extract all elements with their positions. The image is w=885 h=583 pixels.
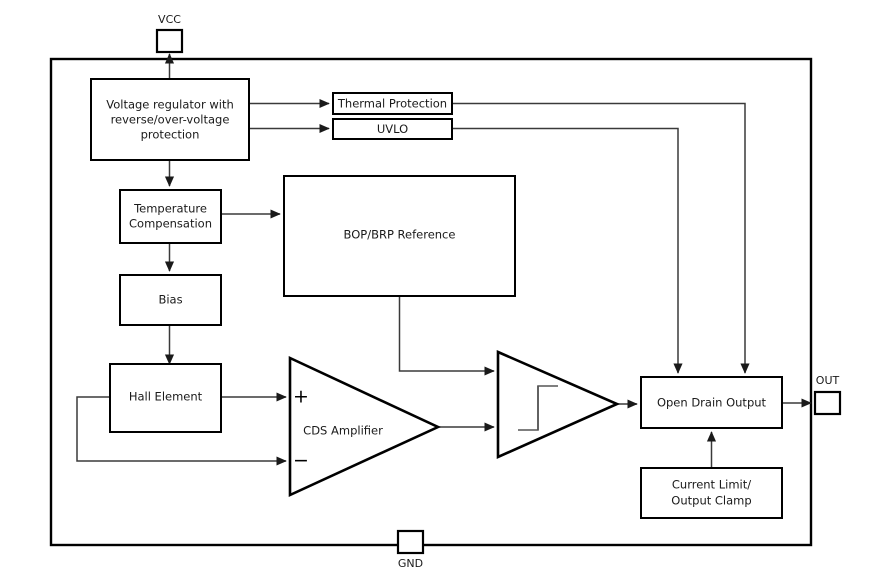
bias-label: Bias: [158, 293, 182, 307]
wire-bopbrp-to-schmitt: [398, 296, 495, 376]
voltage-regulator-box: [90, 78, 250, 161]
pin-vcc: VCC: [155, 13, 184, 54]
pin-gnd: GND: [396, 529, 425, 570]
block-hall-element: Hall Element: [109, 363, 222, 433]
block-bias: Bias: [119, 274, 222, 326]
block-temperature-compensation: Temperature Compensation: [119, 189, 222, 244]
cds-amplifier-minus-sign: −: [293, 450, 309, 472]
block-cds-amplifier: + − CDS Amplifier: [288, 355, 442, 498]
gnd-label: GND: [398, 557, 423, 570]
wire-thermal-to-output: [452, 102, 750, 374]
block-voltage-regulator: Voltage regulator with reverse/over-volt…: [90, 78, 250, 161]
cds-amplifier-plus-sign: +: [293, 386, 309, 408]
thermal-protection-box: [332, 92, 453, 115]
bop-brp-reference-box: [283, 175, 516, 297]
thermal-protection-label: Thermal Protection: [337, 97, 447, 111]
vcc-pad: [155, 28, 184, 54]
bop-brp-reference-label: BOP/BRP Reference: [344, 228, 456, 242]
current-limit-line2: Output Clamp: [671, 494, 751, 508]
block-uvlo: UVLO: [332, 118, 453, 140]
temperature-compensation-line1: Temperature: [133, 202, 207, 216]
vcc-label: VCC: [158, 13, 181, 26]
block-open-drain-output: Open Drain Output: [640, 376, 783, 429]
block-thermal-protection: Thermal Protection: [332, 92, 453, 115]
wire-hall-to-amp-minus: [76, 396, 287, 466]
out-label: OUT: [816, 374, 840, 387]
voltage-regulator-line2: reverse/over-voltage: [111, 113, 230, 127]
cds-amplifier-label: CDS Amplifier: [303, 424, 383, 438]
gnd-pad: [396, 529, 425, 555]
open-drain-output-box: [640, 376, 783, 429]
cds-amplifier-triangle: [288, 355, 442, 498]
temperature-compensation-box: [119, 189, 222, 244]
current-limit-box: [640, 467, 783, 519]
wire-uvlo-to-output: [452, 127, 683, 374]
uvlo-label: UVLO: [377, 122, 408, 136]
voltage-regulator-line1: Voltage regulator with: [106, 98, 234, 112]
hall-element-box: [109, 363, 222, 433]
voltage-regulator-line3: protection: [141, 128, 200, 142]
block-current-limit: Current Limit/ Output Clamp: [640, 467, 783, 519]
block-bop-brp-reference: BOP/BRP Reference: [283, 175, 516, 297]
pin-out: OUT: [813, 374, 842, 416]
bias-box: [119, 274, 222, 326]
block-schmitt-trigger: [496, 350, 621, 460]
hall-element-label: Hall Element: [129, 390, 203, 404]
open-drain-output-label: Open Drain Output: [657, 396, 767, 410]
current-limit-line1: Current Limit/: [672, 478, 751, 492]
out-pad: [813, 390, 842, 416]
temperature-compensation-line2: Compensation: [129, 217, 212, 231]
uvlo-box: [332, 118, 453, 140]
